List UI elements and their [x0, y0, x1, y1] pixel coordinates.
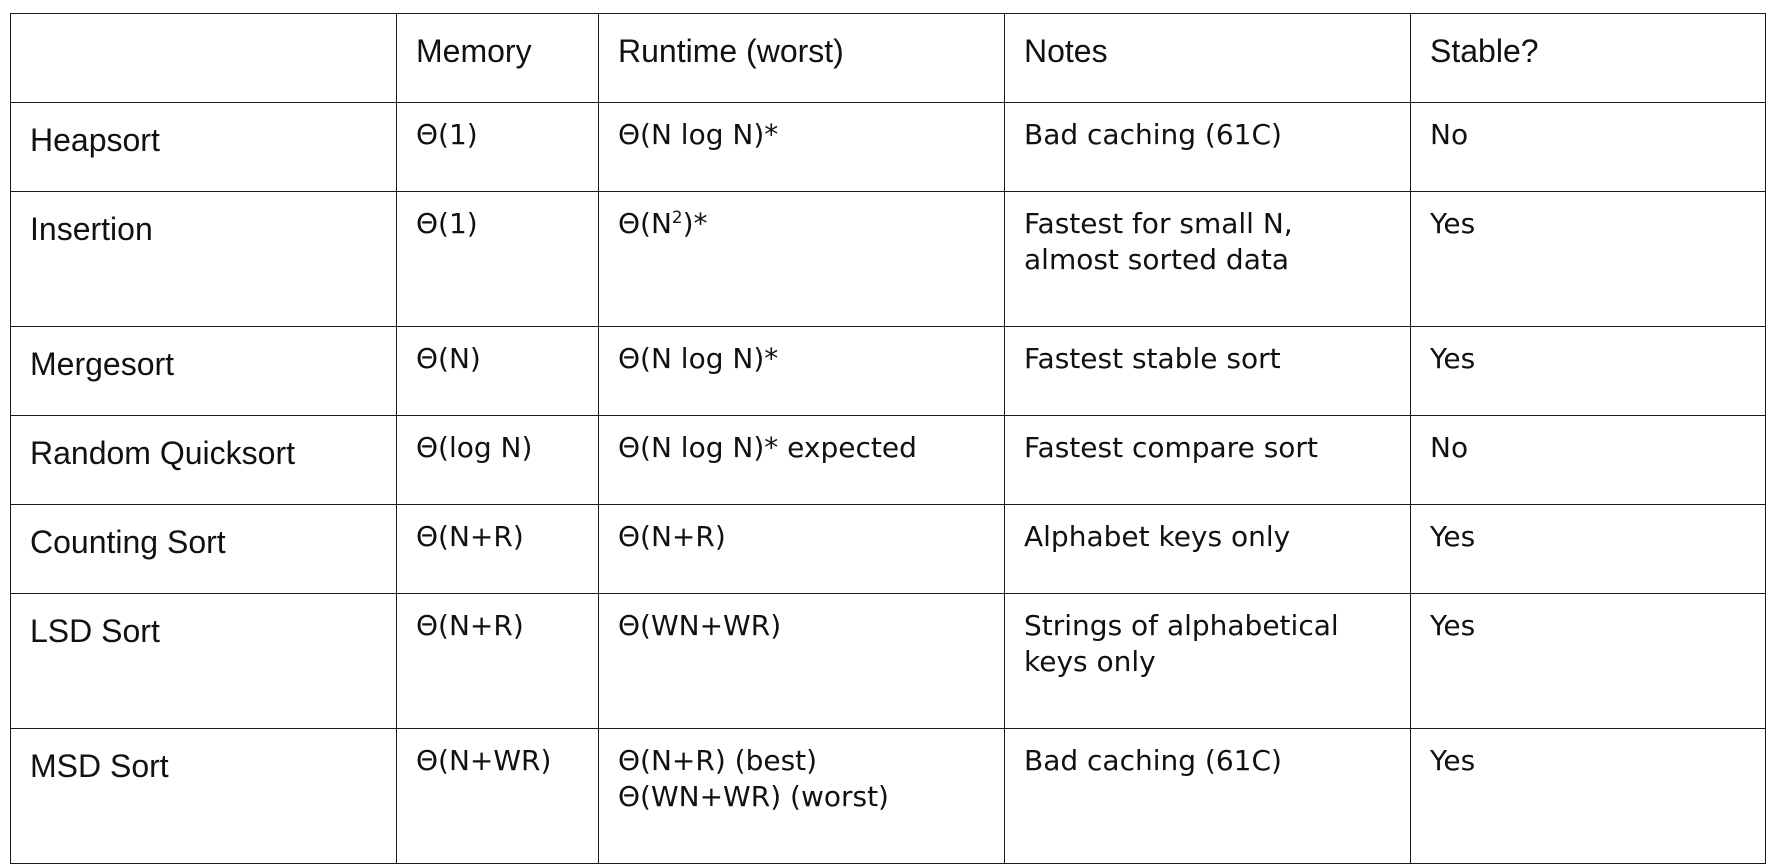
table-row: Mergesort Θ(N) Θ(N log N)* Fastest stable s…: [10, 326, 1766, 416]
table-row: LSD Sort Θ(N+R) Θ(WN+WR) Strings of alphabe…: [10, 593, 1766, 729]
memory-cell-line: Θ(1): [416, 118, 478, 151]
header-cell-runtime: Runtime (worst): [598, 13, 1005, 103]
table-row: MSD Sort Θ(N+WR) Θ(N+R) (best)Θ(WN+WR) (wo…: [10, 728, 1766, 864]
runtime-cell: Θ(N+R) (best)Θ(WN+WR) (worst): [598, 728, 1005, 864]
notes-cell: Bad caching (61C): [1004, 728, 1411, 864]
header-cell-stable: Stable?: [1410, 13, 1766, 103]
memory-cell-line: Θ(N+R): [416, 520, 524, 553]
memory-cell: Θ(N+WR): [396, 728, 599, 864]
notes-cell-line: Fastest for small N,: [1024, 207, 1293, 240]
memory-cell-line: Θ(1): [416, 207, 478, 240]
stable-cell-line: No: [1430, 118, 1469, 151]
header-cell-corner: [10, 13, 397, 103]
notes-cell: Bad caching (61C): [1004, 102, 1411, 192]
runtime-cell-line: Θ(N log N)* expected: [618, 431, 917, 464]
stable-cell: Yes: [1410, 593, 1766, 729]
table-body: Memory Runtime (worst) Notes Stable? Hea…: [10, 13, 1766, 864]
row-label-cell-line: Random Quicksort: [30, 435, 295, 471]
memory-cell: Θ(log N): [396, 415, 599, 505]
runtime-cell: Θ(N log N)* expected: [598, 415, 1005, 505]
header-cell-memory: Memory: [396, 13, 599, 103]
row-label-cell-line: Counting Sort: [30, 524, 226, 560]
memory-cell: Θ(1): [396, 191, 599, 327]
stable-cell: Yes: [1410, 728, 1766, 864]
stable-cell-line: No: [1430, 431, 1469, 464]
runtime-cell-line: Θ(N log N)*: [618, 118, 779, 151]
row-label-cell-line: MSD Sort: [30, 748, 169, 784]
memory-cell-line: Θ(N): [416, 342, 481, 375]
runtime-cell-line: Θ(N log N)*: [618, 342, 779, 375]
row-label-cell: Mergesort: [10, 326, 397, 416]
row-label-cell: Insertion: [10, 191, 397, 327]
table-row: Insertion Θ(1) Θ(N2)* Fastest for small N,a…: [10, 191, 1766, 327]
row-label-cell: MSD Sort: [10, 728, 397, 864]
table-row: Heapsort Θ(1) Θ(N log N)* Bad caching (61C)…: [10, 102, 1766, 192]
row-label-cell-line: Insertion: [30, 211, 153, 247]
runtime-cell: Θ(N+R): [598, 504, 1005, 594]
memory-cell-line: Θ(N+WR): [416, 744, 552, 777]
notes-cell: Fastest compare sort: [1004, 415, 1411, 505]
notes-cell-line: Bad caching (61C): [1024, 118, 1282, 151]
notes-cell: Fastest for small N,almost sorted data: [1004, 191, 1411, 327]
row-label-cell: Random Quicksort: [10, 415, 397, 505]
runtime-cell-line: Θ(N+R): [618, 520, 726, 553]
stable-cell: Yes: [1410, 326, 1766, 416]
runtime-cell: Θ(WN+WR): [598, 593, 1005, 729]
notes-cell-line: almost sorted data: [1024, 243, 1289, 277]
memory-cell: Θ(N): [396, 326, 599, 416]
row-label-cell-line: LSD Sort: [30, 613, 160, 649]
runtime-cell: Θ(N log N)*: [598, 102, 1005, 192]
notes-cell: Alphabet keys only: [1004, 504, 1411, 594]
row-label-cell: LSD Sort: [10, 593, 397, 729]
runtime-cell-line: Θ(N+R) (best): [618, 744, 818, 777]
stable-cell-line: Yes: [1430, 207, 1476, 240]
row-label-cell-line: Mergesort: [30, 346, 175, 382]
sort-comparison-table-container: Memory Runtime (worst) Notes Stable? Hea…: [10, 13, 1766, 864]
runtime-cell-line: Θ(N2)*: [618, 206, 708, 240]
notes-cell: Fastest stable sort: [1004, 326, 1411, 416]
row-label-cell-line: Heapsort: [30, 122, 160, 158]
stable-cell-line: Yes: [1430, 744, 1476, 777]
stable-cell: No: [1410, 102, 1766, 192]
table-row: Counting Sort Θ(N+R) Θ(N+R) Alphabet keys o…: [10, 504, 1766, 594]
runtime-cell: Θ(N log N)*: [598, 326, 1005, 416]
stable-cell-line: Yes: [1430, 520, 1476, 553]
notes-cell-line: Fastest stable sort: [1024, 342, 1281, 375]
table-header-row: Memory Runtime (worst) Notes Stable?: [10, 13, 1766, 103]
notes-cell-line: Bad caching (61C): [1024, 744, 1282, 777]
runtime-cell-line: Θ(WN+WR): [618, 609, 782, 642]
runtime-cell: Θ(N2)*: [598, 191, 1005, 327]
row-label-cell: Counting Sort: [10, 504, 397, 594]
stable-cell-line: Yes: [1430, 609, 1476, 642]
notes-cell-line: Fastest compare sort: [1024, 431, 1318, 464]
row-label-cell: Heapsort: [10, 102, 397, 192]
runtime-cell-line: Θ(WN+WR) (worst): [618, 780, 889, 814]
sort-comparison-table: Memory Runtime (worst) Notes Stable? Hea…: [10, 13, 1766, 864]
notes-cell-line: Strings of alphabetical: [1024, 609, 1339, 642]
stable-cell-line: Yes: [1430, 342, 1476, 375]
header-cell-notes: Notes: [1004, 13, 1411, 103]
notes-cell-line: Alphabet keys only: [1024, 520, 1291, 553]
memory-cell: Θ(N+R): [396, 504, 599, 594]
stable-cell: Yes: [1410, 504, 1766, 594]
notes-cell-line: keys only: [1024, 645, 1156, 679]
memory-cell: Θ(1): [396, 102, 599, 192]
memory-cell: Θ(N+R): [396, 593, 599, 729]
memory-cell-line: Θ(N+R): [416, 609, 524, 642]
table-row: Random Quicksort Θ(log N) Θ(N log N)* expe…: [10, 415, 1766, 505]
memory-cell-line: Θ(log N): [416, 431, 533, 464]
stable-cell: No: [1410, 415, 1766, 505]
stable-cell: Yes: [1410, 191, 1766, 327]
